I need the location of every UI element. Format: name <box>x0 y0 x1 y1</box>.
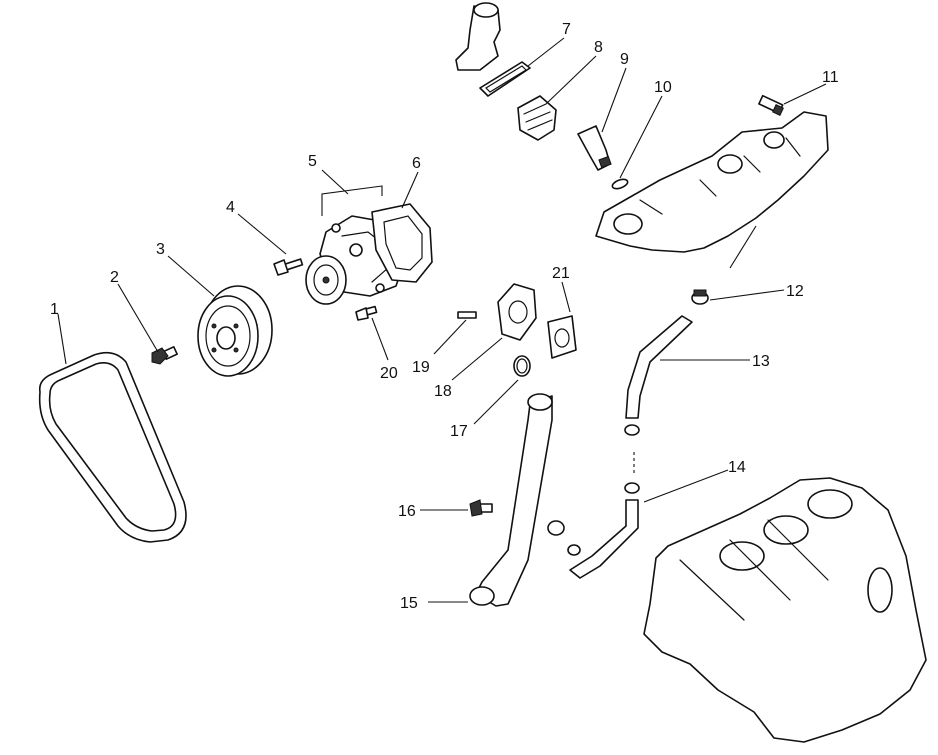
part-sensor-o-ring <box>611 178 629 190</box>
part-thermostat-gasket <box>479 61 531 97</box>
callout-9: 9 <box>620 51 629 68</box>
callout-14: 14 <box>728 459 746 476</box>
part-thermostat <box>517 95 557 141</box>
part-pump-bolt-short <box>355 305 378 321</box>
part-pipe-bolt <box>469 499 493 517</box>
part-manifold-sensor <box>758 94 784 116</box>
callout-6: 6 <box>412 155 421 172</box>
callout-17: 17 <box>450 423 468 440</box>
part-inlet-housing <box>497 283 537 341</box>
callout-labels: 1 2 3 4 5 6 7 8 9 10 11 12 13 14 15 16 1… <box>50 21 839 612</box>
callout-15: 15 <box>400 595 418 612</box>
part-bypass-pipe <box>567 482 640 579</box>
callout-1: 1 <box>50 301 59 318</box>
callout-21: 21 <box>552 265 570 282</box>
part-hose-clamp-top <box>691 289 709 305</box>
callout-2: 2 <box>110 269 119 286</box>
callout-4: 4 <box>226 199 235 216</box>
callout-8: 8 <box>594 39 603 56</box>
callout-3: 3 <box>156 241 165 258</box>
part-intake-manifold <box>595 111 829 253</box>
callout-10: 10 <box>654 79 672 96</box>
part-housing-gasket <box>547 315 577 359</box>
part-drive-belt <box>38 351 187 543</box>
part-water-inlet-pipe <box>469 393 553 607</box>
part-thermostat-cover <box>455 2 501 71</box>
part-pulley-bolt <box>151 346 178 365</box>
callout-20: 20 <box>380 365 398 382</box>
part-pump-bolt-long <box>273 258 304 276</box>
callout-13: 13 <box>752 353 770 370</box>
part-pipe-o-ring <box>513 355 531 377</box>
part-water-pump-gasket <box>371 203 433 283</box>
callout-19: 19 <box>412 359 430 376</box>
callout-18: 18 <box>434 383 452 400</box>
callout-16: 16 <box>398 503 416 520</box>
leader-lines <box>57 37 827 603</box>
callout-12: 12 <box>786 283 804 300</box>
callout-7: 7 <box>562 21 571 38</box>
part-temperature-sensor <box>577 125 612 171</box>
part-hose-clamp-bottom <box>547 520 565 536</box>
part-engine-block <box>643 477 927 743</box>
callout-11: 11 <box>822 69 839 86</box>
callout-5: 5 <box>308 153 317 170</box>
part-housing-bolt <box>457 311 477 319</box>
part-water-pump-pulley <box>197 285 273 377</box>
part-bypass-hose <box>624 315 693 436</box>
